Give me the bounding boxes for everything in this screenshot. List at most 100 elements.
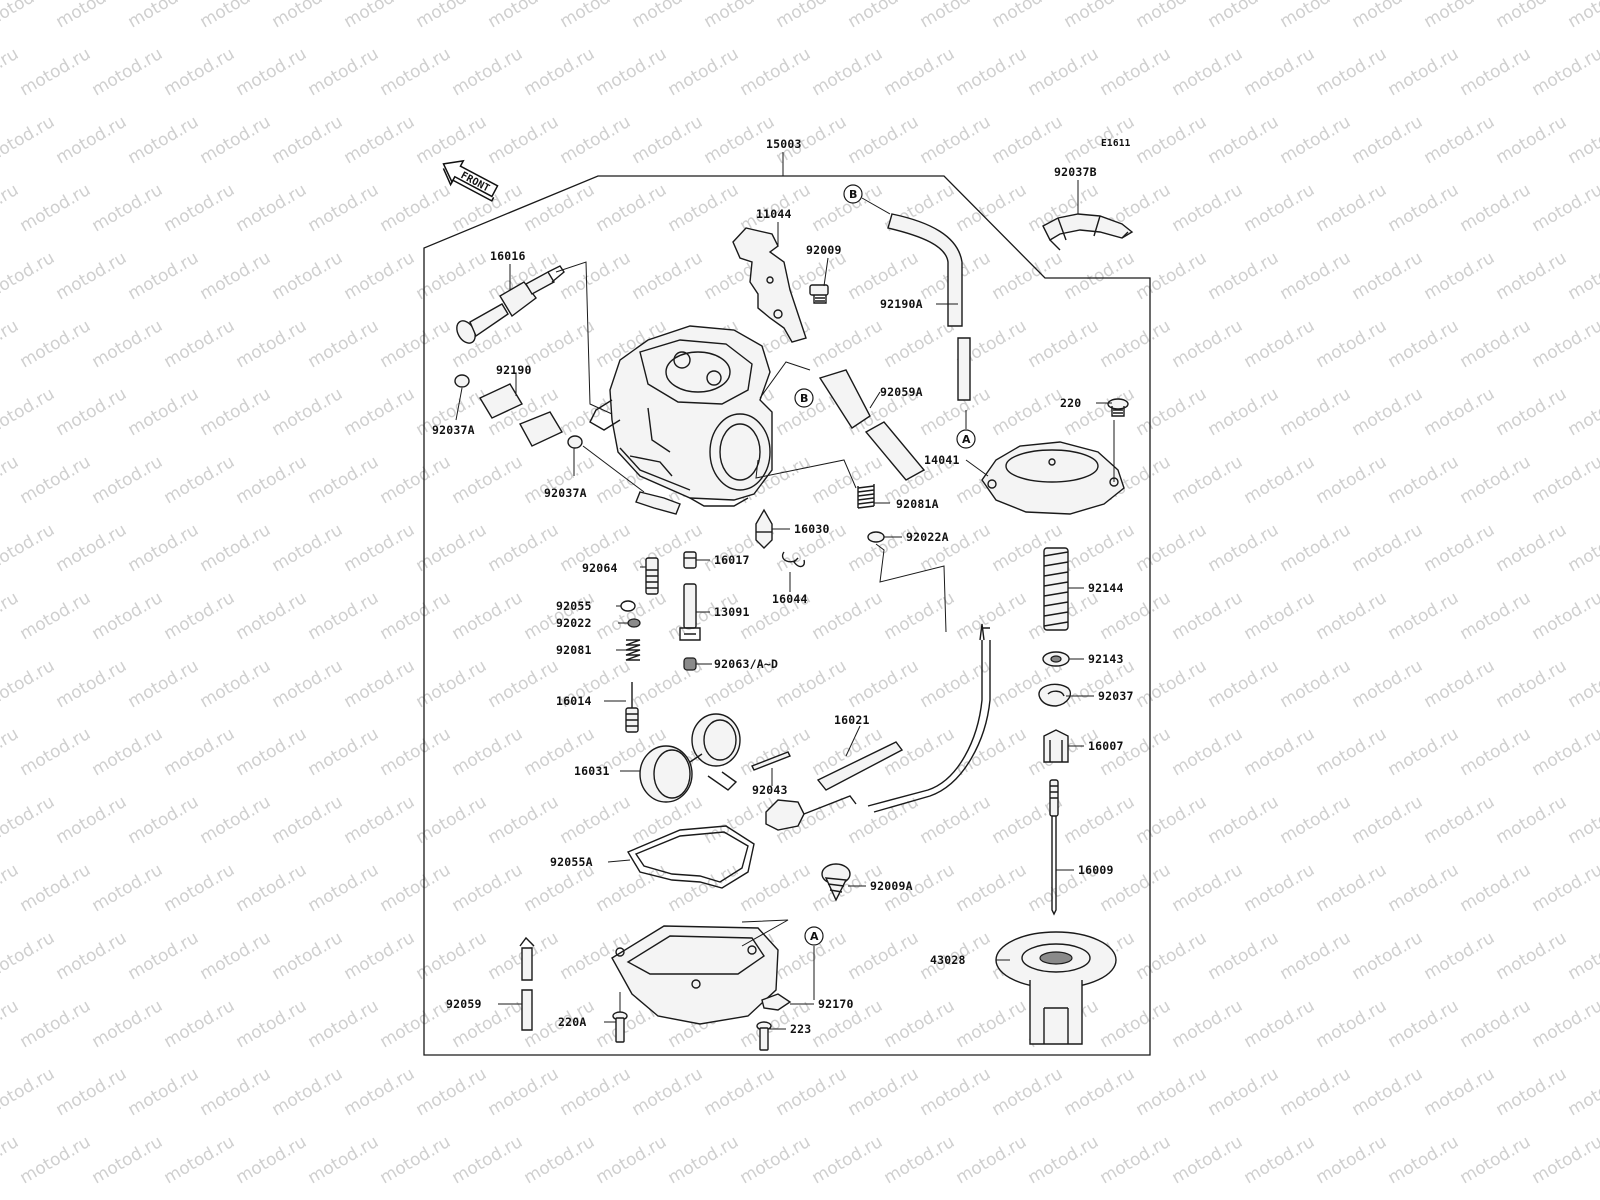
watermark-text: motod.ru (701, 0, 779, 32)
watermark-text: motod.ru (1385, 316, 1463, 372)
screw-92064 (645, 557, 659, 595)
watermark-text: motod.ru (0, 452, 22, 508)
watermark-text: motod.ru (161, 588, 239, 644)
watermark-text: motod.ru (881, 588, 959, 644)
watermark-text: motod.ru (1313, 452, 1391, 508)
label-14041: 14041 (924, 453, 960, 467)
watermark-text: motod.ru (161, 996, 239, 1052)
watermark-text: motod.ru (0, 1064, 58, 1120)
label-92063: 92063/A~D (714, 657, 778, 671)
watermark-text: motod.ru (377, 452, 455, 508)
watermark-text: motod.ru (1421, 520, 1499, 576)
watermark-text: motod.ru (917, 112, 995, 168)
watermark-text: motod.ru (1133, 384, 1211, 440)
hose-92190 (454, 374, 583, 449)
watermark-text: motod.ru (1385, 452, 1463, 508)
watermark-text: motod.ru (305, 44, 383, 100)
leader-lines (455, 152, 1115, 1030)
watermark-text: motod.ru (1565, 1064, 1600, 1120)
watermark-text: motod.ru (1385, 180, 1463, 236)
watermark-text: motod.ru (1457, 724, 1535, 780)
watermark-text: motod.ru (1313, 44, 1391, 100)
watermark-text: motod.ru (269, 248, 347, 304)
watermark-text: motod.ru (233, 452, 311, 508)
watermark-text: motod.ru (413, 112, 491, 168)
label-92055a: 92055A (550, 855, 593, 869)
watermark-text: motod.ru (1565, 0, 1600, 32)
watermark-text: motod.ru (953, 588, 1031, 644)
watermark-text: motod.ru (1313, 860, 1391, 916)
watermark-text: motod.ru (845, 792, 923, 848)
watermark-text: motod.ru (1493, 792, 1571, 848)
label-92009a: 92009A (870, 879, 913, 893)
watermark-text: motod.ru (89, 588, 167, 644)
watermark-text: motod.ru (1349, 384, 1427, 440)
watermark-text: motod.ru (0, 44, 22, 100)
watermark-text: motod.ru (53, 0, 131, 32)
label-16014: 16014 (556, 694, 592, 708)
watermark-text: motod.ru (341, 0, 419, 32)
watermark-text: motod.ru (1169, 44, 1247, 100)
watermark-text: motod.ru (1385, 44, 1463, 100)
watermark-text: motod.ru (1169, 180, 1247, 236)
diaphragm-43028 (995, 931, 1117, 1045)
watermark-text: motod.ru (593, 180, 671, 236)
spring-92144 (1043, 547, 1069, 631)
watermark-text: motod.ru (269, 520, 347, 576)
watermark-text: motod.ru (269, 0, 347, 32)
float-valve-16030 (755, 508, 773, 549)
watermark-text: motod.ru (197, 384, 275, 440)
watermark-text: motod.ru (53, 792, 131, 848)
watermark-text: motod.ru (1349, 1064, 1427, 1120)
watermark-text: motod.ru (881, 1132, 959, 1188)
watermark-text: motod.ru (917, 384, 995, 440)
watermark-text: motod.ru (1169, 996, 1247, 1052)
label-92064: 92064 (582, 561, 618, 575)
watermark-text: motod.ru (1529, 588, 1600, 644)
watermark-text: motod.ru (161, 180, 239, 236)
watermark-text: motod.ru (17, 724, 95, 780)
label-92144: 92144 (1088, 581, 1124, 595)
watermark-text: motod.ru (161, 316, 239, 372)
lever-16021 (765, 623, 991, 831)
watermark-text: motod.ru (341, 1064, 419, 1120)
watermark-text: motod.ru (1097, 1132, 1175, 1188)
watermark-text: motod.ru (1205, 520, 1283, 576)
watermark-text: motod.ru (197, 656, 275, 712)
spacer-92143 (1042, 651, 1070, 667)
watermark-text: motod.ru (17, 860, 95, 916)
watermark-text: motod.ru (1169, 452, 1247, 508)
watermark-text: motod.ru (1313, 724, 1391, 780)
watermark-text: motod.ru (1277, 0, 1355, 32)
watermark-text: motod.ru (1565, 248, 1600, 304)
callout-b-top: B (843, 184, 891, 215)
watermark-text: motod.ru (1529, 724, 1600, 780)
watermark-text: motod.ru (341, 520, 419, 576)
watermark-text: motod.ru (0, 1132, 22, 1188)
watermark-text: motod.ru (1205, 384, 1283, 440)
watermark-text: motod.ru (89, 996, 167, 1052)
watermark-text: motod.ru (809, 44, 887, 100)
watermark-text: motod.ru (1061, 520, 1139, 576)
label-92037a-1: 92037A (432, 423, 475, 437)
watermark-text: motod.ru (485, 0, 563, 32)
watermark-text: motod.ru (0, 724, 22, 780)
label-92143: 92143 (1088, 652, 1124, 666)
watermark-text: motod.ru (89, 44, 167, 100)
watermark-text: motod.ru (197, 792, 275, 848)
watermark-text: motod.ru (1421, 656, 1499, 712)
watermark-text: motod.ru (89, 1132, 167, 1188)
label-13091: 13091 (714, 605, 750, 619)
watermark-text: motod.ru (269, 112, 347, 168)
watermark-text: motod.ru (341, 112, 419, 168)
label-92009: 92009 (806, 243, 842, 257)
label-92037: 92037 (1098, 689, 1134, 703)
watermark-text: motod.ru (1421, 1064, 1499, 1120)
watermark-text: motod.ru (1169, 316, 1247, 372)
watermark-text: motod.ru (1493, 248, 1571, 304)
watermark-text: motod.ru (233, 588, 311, 644)
carburetor-body-15003 (589, 325, 773, 515)
watermark-text: motod.ru (953, 44, 1031, 100)
watermark-text: motod.ru (197, 1064, 275, 1120)
watermark-text: motod.ru (89, 316, 167, 372)
